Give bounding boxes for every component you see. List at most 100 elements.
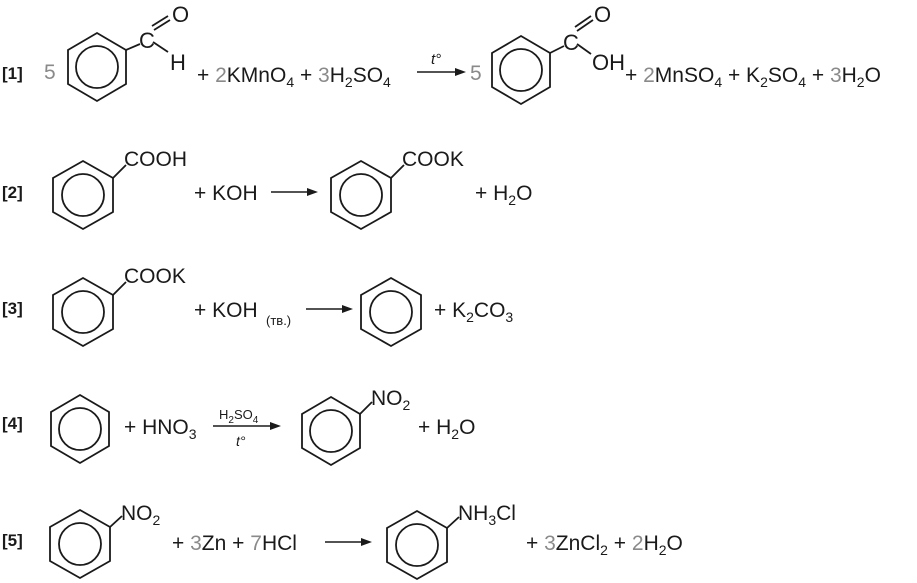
side-product: + H2O — [418, 416, 475, 442]
carboxylate-group: COOK — [402, 148, 464, 171]
coefficient: 7 — [250, 532, 262, 555]
reaction-5: [5] NO2 + 3Zn + 7HCl NH3Cl + 3ZnCl2 + 2H… — [2, 502, 683, 581]
subscript: 2 — [403, 397, 411, 413]
h2so4-formula: SO — [353, 64, 383, 87]
subscript: 2 — [153, 512, 161, 528]
subscript: 4 — [286, 74, 294, 90]
reaction-arrow — [417, 68, 466, 76]
coefficient: 3 — [318, 64, 330, 87]
water-formula: H — [842, 64, 857, 87]
subscript: 2 — [857, 74, 865, 90]
coefficient: 2 — [215, 64, 227, 87]
coefficient: 5 — [470, 62, 482, 85]
k2so4-formula: K — [746, 64, 760, 87]
products-terms: + 2MnSO4 + K2SO4 + 3H2O — [625, 64, 881, 90]
nitro-group: NO2 — [121, 502, 161, 528]
bond — [390, 164, 405, 179]
subscript: 2 — [600, 542, 608, 558]
subscript: 2 — [345, 74, 353, 90]
subscript: 4 — [714, 74, 722, 90]
subscript: 4 — [798, 74, 806, 90]
carbon-atom: C — [139, 28, 155, 53]
plus: + — [806, 64, 830, 87]
hydrogen-atom: H — [170, 50, 186, 75]
kmno4-formula: KMnO — [227, 64, 287, 87]
anilinium-chloride-group: NH3Cl — [458, 502, 516, 528]
carboxyl-group: COOH — [124, 148, 187, 171]
bond — [446, 516, 460, 529]
plus: + — [197, 64, 215, 87]
subscript: 4 — [383, 74, 391, 90]
oxygen-atom: O — [594, 2, 611, 27]
reaction-1: [1] 5 O C H + 2KMnO4 + 3H2SO4 t° 5 — [2, 2, 881, 106]
side-product: + H2O — [475, 182, 532, 208]
bond — [109, 515, 123, 528]
benzene-ring — [50, 393, 110, 465]
k2so4-formula: SO — [768, 64, 798, 87]
reagents: + 3Zn + 7HCl — [172, 532, 297, 555]
plus: + — [625, 64, 643, 87]
benzene-ring — [301, 395, 361, 467]
subscript: 2 — [466, 309, 474, 325]
nitro-group: NO2 — [371, 387, 411, 413]
mnso4-formula: MnSO — [655, 64, 715, 87]
reagent: + KOH — [194, 299, 258, 322]
reaction-label: [2] — [2, 183, 23, 202]
subscript: 3 — [505, 309, 513, 325]
benzene-ring — [360, 276, 422, 348]
reaction-arrow — [306, 305, 353, 313]
benzene-ring — [52, 159, 114, 231]
water-formula: O — [865, 64, 881, 87]
reaction-3: [3] COOK + KOH (тв.) + K2CO3 — [2, 265, 513, 348]
reaction-arrow — [213, 422, 281, 430]
reagent-state-note: (тв.) — [266, 313, 291, 328]
benzene-ring — [330, 159, 392, 231]
bond — [359, 401, 373, 415]
reaction-condition: t° — [431, 51, 441, 68]
coefficient: 3 — [544, 532, 556, 555]
subscript: 2 — [659, 542, 667, 558]
reactants-terms: + 2KMnO4 + 3H2SO4 — [197, 64, 391, 90]
aldehyde-bond — [125, 15, 171, 53]
reagent: + KOH — [194, 182, 258, 205]
reaction-label: [3] — [2, 299, 23, 318]
reaction-label: [1] — [2, 64, 23, 83]
subscript: 2 — [508, 192, 516, 208]
subscript: 2 — [228, 415, 234, 426]
carboxylate-group: COOK — [124, 265, 186, 288]
oxygen-atom: O — [172, 2, 189, 27]
reaction-catalyst: H2SO4 — [219, 407, 259, 426]
reaction-arrow — [271, 188, 318, 196]
reagent: + HNO3 — [124, 416, 197, 442]
coefficient: 2 — [632, 532, 644, 555]
carbon-atom: C — [563, 30, 579, 55]
bond — [112, 281, 127, 296]
benzene-ring — [49, 508, 111, 580]
subscript: 4 — [253, 415, 259, 426]
side-products: + 3ZnCl2 + 2H2O — [526, 532, 683, 558]
reaction-label: [4] — [2, 414, 23, 433]
benzene-ring — [52, 276, 114, 348]
h2so4-formula: H — [330, 64, 345, 87]
coefficient: 3 — [830, 64, 842, 87]
coefficient: 5 — [44, 61, 56, 84]
reaction-4: [4] + HNO3 H2SO4 t° NO2 + H2O — [2, 387, 475, 467]
plus: + — [722, 64, 746, 87]
hydroxyl-group: OH — [592, 50, 625, 75]
subscript: 2 — [451, 426, 459, 442]
coefficient: 2 — [643, 64, 655, 87]
subscript: 3 — [189, 426, 197, 442]
benzene-ring — [67, 31, 127, 103]
side-product: + K2CO3 — [434, 299, 513, 325]
plus: + — [294, 64, 318, 87]
carboxyl-bond — [549, 15, 594, 55]
reaction-arrow — [325, 538, 372, 546]
coefficient: 3 — [190, 532, 202, 555]
reaction-label: [5] — [2, 531, 23, 550]
benzene-ring — [386, 509, 448, 581]
bond — [112, 164, 127, 179]
benzene-ring — [491, 34, 551, 106]
subscript: 2 — [760, 74, 768, 90]
reaction-condition: t° — [236, 433, 246, 449]
